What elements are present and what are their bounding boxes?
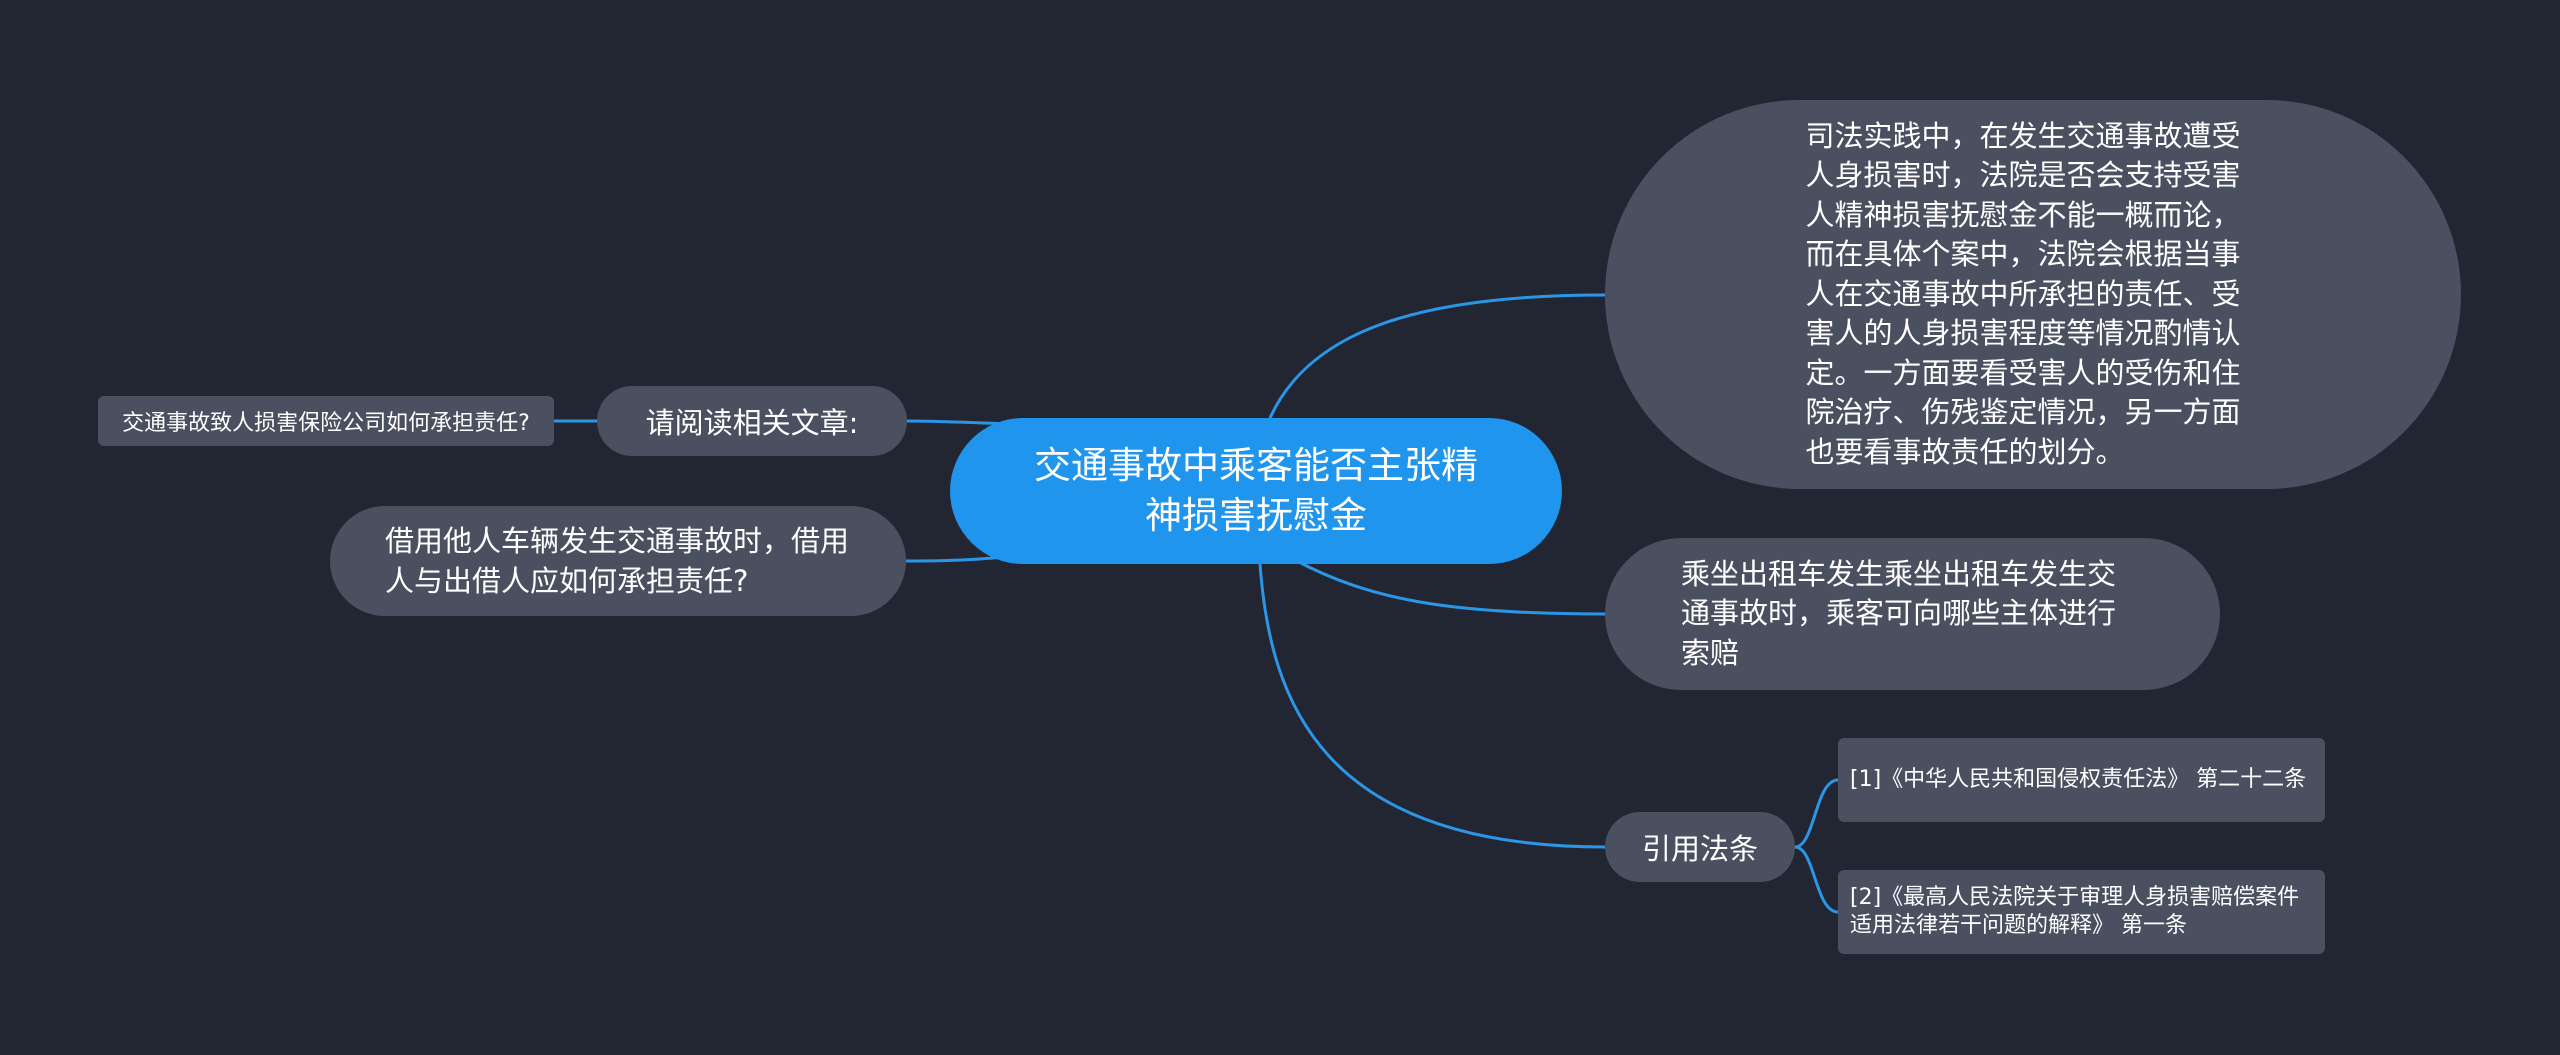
- borrowed-vehicle-node[interactable]: 借用他人车辆发生交通事故时，借用人与出借人应如何承担责任?: [330, 506, 906, 616]
- law-reference-1[interactable]: [1]《中华人民共和国侵权责任法》 第二十二条: [1838, 738, 2325, 822]
- borrowed-vehicle-node-label: 借用他人车辆发生交通事故时，借用人与出借人应如何承担责任?: [385, 524, 850, 598]
- cited-law-node-label: 引用法条: [1641, 832, 1758, 866]
- taxi-claim-node-label: 乘坐出租车发生乘坐出租车发生交通事故时，乘客可向哪些主体进行索赔: [1681, 556, 2117, 670]
- related-reading-node[interactable]: 请阅读相关文章:: [597, 386, 907, 456]
- related-article-node-label: 交通事故致人损害保险公司如何承担责任?: [122, 411, 530, 436]
- link-root-to-taxi: [1294, 558, 1606, 616]
- law-reference-2[interactable]: [2]《最高人民法院关于审理人身损害赔偿案件适用法律若干问题的解释》 第一条: [1838, 870, 2325, 954]
- practice-node[interactable]: 司法实践中，在发生交通事故遭受人身损害时，法院是否会支持受害人精神损害抚慰金不能…: [1605, 100, 2461, 489]
- related-reading-node-label: 请阅读相关文章:: [645, 406, 859, 440]
- link-law-to-ref1: [1794, 778, 1839, 849]
- link-root-to-borrow: [905, 555, 1006, 563]
- law-reference-2-label: [2]《最高人民法院关于审理人身损害赔偿案件适用法律若干问题的解释》 第一条: [1850, 885, 2300, 938]
- link-root-to-law: [1258, 563, 1606, 849]
- cited-law-node[interactable]: 引用法条: [1605, 812, 1795, 882]
- link-root-to-practice: [1268, 293, 1606, 419]
- law-reference-1-label: [1]《中华人民共和国侵权责任法》 第二十二条: [1850, 767, 2307, 792]
- link-law-to-ref2: [1794, 845, 1839, 914]
- related-article-node[interactable]: 交通事故致人损害保险公司如何承担责任?: [98, 396, 554, 446]
- taxi-claim-node[interactable]: 乘坐出租车发生乘坐出租车发生交通事故时，乘客可向哪些主体进行索赔: [1605, 538, 2220, 690]
- root-topic[interactable]: 交通事故中乘客能否主张精神损害抚慰金: [950, 418, 1562, 564]
- root-topic-label: 交通事故中乘客能否主张精神损害抚慰金: [1034, 444, 1478, 537]
- practice-node-label: 司法实践中，在发生交通事故遭受人身损害时，法院是否会支持受害人精神损害抚慰金不能…: [1805, 118, 2241, 469]
